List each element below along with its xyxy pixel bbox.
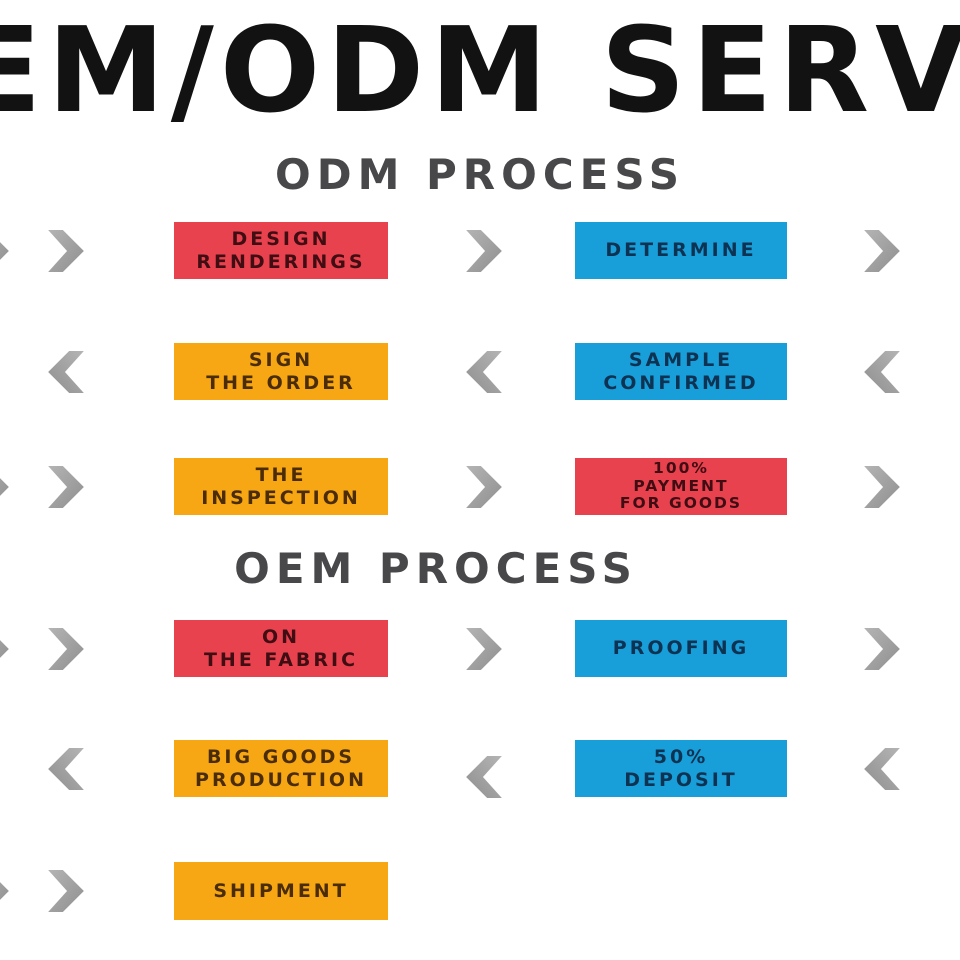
process-step-label: 50% DEPOSIT [624, 746, 738, 791]
process-step-box: SIGN THE ORDER [174, 343, 388, 400]
chevron-right-icon [466, 466, 502, 508]
chevron-right-icon [466, 230, 502, 272]
chevron-right-icon [48, 870, 84, 912]
page-title: OEM/ODM SERVICE [0, 6, 960, 139]
process-step-box: SHIPMENT [174, 862, 388, 920]
process-step-box: DETERMINE [575, 222, 787, 279]
process-row: SHIPMENT [0, 862, 960, 920]
chevron-right-icon [0, 628, 9, 670]
process-row: THE INSPECTION 100% PAYMENT FOR GOODS [0, 458, 960, 516]
chevron-left-icon [48, 748, 84, 790]
process-step-box: BIG GOODS PRODUCTION [174, 740, 388, 797]
chevron-right-icon [48, 466, 84, 508]
process-step-label: DESIGN RENDERINGS [196, 228, 366, 273]
process-step-label: 100% PAYMENT FOR GOODS [619, 459, 743, 513]
chevron-left-icon [466, 756, 502, 798]
process-step-label: PROOFING [612, 637, 750, 660]
chevron-right-icon [864, 628, 900, 670]
chevron-left-icon [864, 351, 900, 393]
process-step-label: THE INSPECTION [201, 464, 361, 509]
process-row: ON THE FABRIC PROOFING [0, 620, 960, 678]
process-step-box: DESIGN RENDERINGS [174, 222, 388, 279]
chevron-right-icon [0, 230, 9, 272]
chevron-right-icon [0, 466, 9, 508]
process-row: BIG GOODS PRODUCTION 50% DEPOSIT [0, 740, 960, 798]
chevron-right-icon [0, 870, 9, 912]
chevron-left-icon [466, 351, 502, 393]
process-step-label: SAMPLE CONFIRMED [603, 349, 759, 394]
process-step-box: PROOFING [575, 620, 787, 677]
chevron-right-icon [48, 230, 84, 272]
oem-process-heading: OEM PROCESS [234, 544, 638, 593]
process-step-box: ON THE FABRIC [174, 620, 388, 677]
process-row: DESIGN RENDERINGS DETERMINE [0, 222, 960, 280]
process-step-box: 50% DEPOSIT [575, 740, 787, 797]
process-step-box: SAMPLE CONFIRMED [575, 343, 787, 400]
chevron-right-icon [466, 628, 502, 670]
process-step-label: BIG GOODS PRODUCTION [195, 746, 367, 791]
process-row: SIGN THE ORDER SAMPLE CONFIRMED [0, 343, 960, 401]
chevron-right-icon [48, 628, 84, 670]
odm-process-heading: ODM PROCESS [275, 150, 685, 199]
process-step-label: ON THE FABRIC [203, 626, 359, 671]
process-step-label: SHIPMENT [213, 879, 349, 902]
process-step-box: THE INSPECTION [174, 458, 388, 515]
title-crop-area: OEM/ODM SERVICE [0, 6, 960, 152]
chevron-right-icon [864, 466, 900, 508]
process-step-label: DETERMINE [605, 239, 757, 262]
process-step-box: 100% PAYMENT FOR GOODS [575, 458, 787, 515]
chevron-left-icon [864, 748, 900, 790]
chevron-right-icon [864, 230, 900, 272]
chevron-left-icon [48, 351, 84, 393]
process-step-label: SIGN THE ORDER [206, 349, 356, 394]
